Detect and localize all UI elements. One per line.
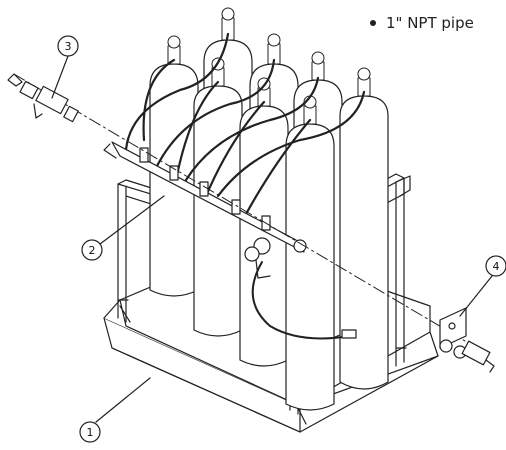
manifold-centerline — [13, 73, 471, 345]
callout-2: 2 — [81, 195, 165, 261]
manifold — [103, 141, 357, 340]
note-bullet: 1" NPT pipe — [366, 14, 506, 32]
callout-1-label: 1 — [87, 426, 94, 439]
callout-4-label: 4 — [493, 260, 500, 273]
inlet-valve — [7, 73, 79, 123]
callout-1: 1 — [79, 377, 151, 443]
callout-2-label: 2 — [89, 244, 96, 257]
note-text: 1" NPT pipe — [386, 14, 474, 32]
gas-cylinders — [149, 7, 389, 411]
callout-3-label: 3 — [65, 40, 72, 53]
callout-4: 4 — [459, 255, 506, 317]
bullet-dot-icon — [370, 19, 376, 26]
pigtail-hoses — [124, 32, 366, 216]
callout-3: 3 — [51, 35, 79, 99]
outlet-bracket-valve — [439, 307, 495, 373]
